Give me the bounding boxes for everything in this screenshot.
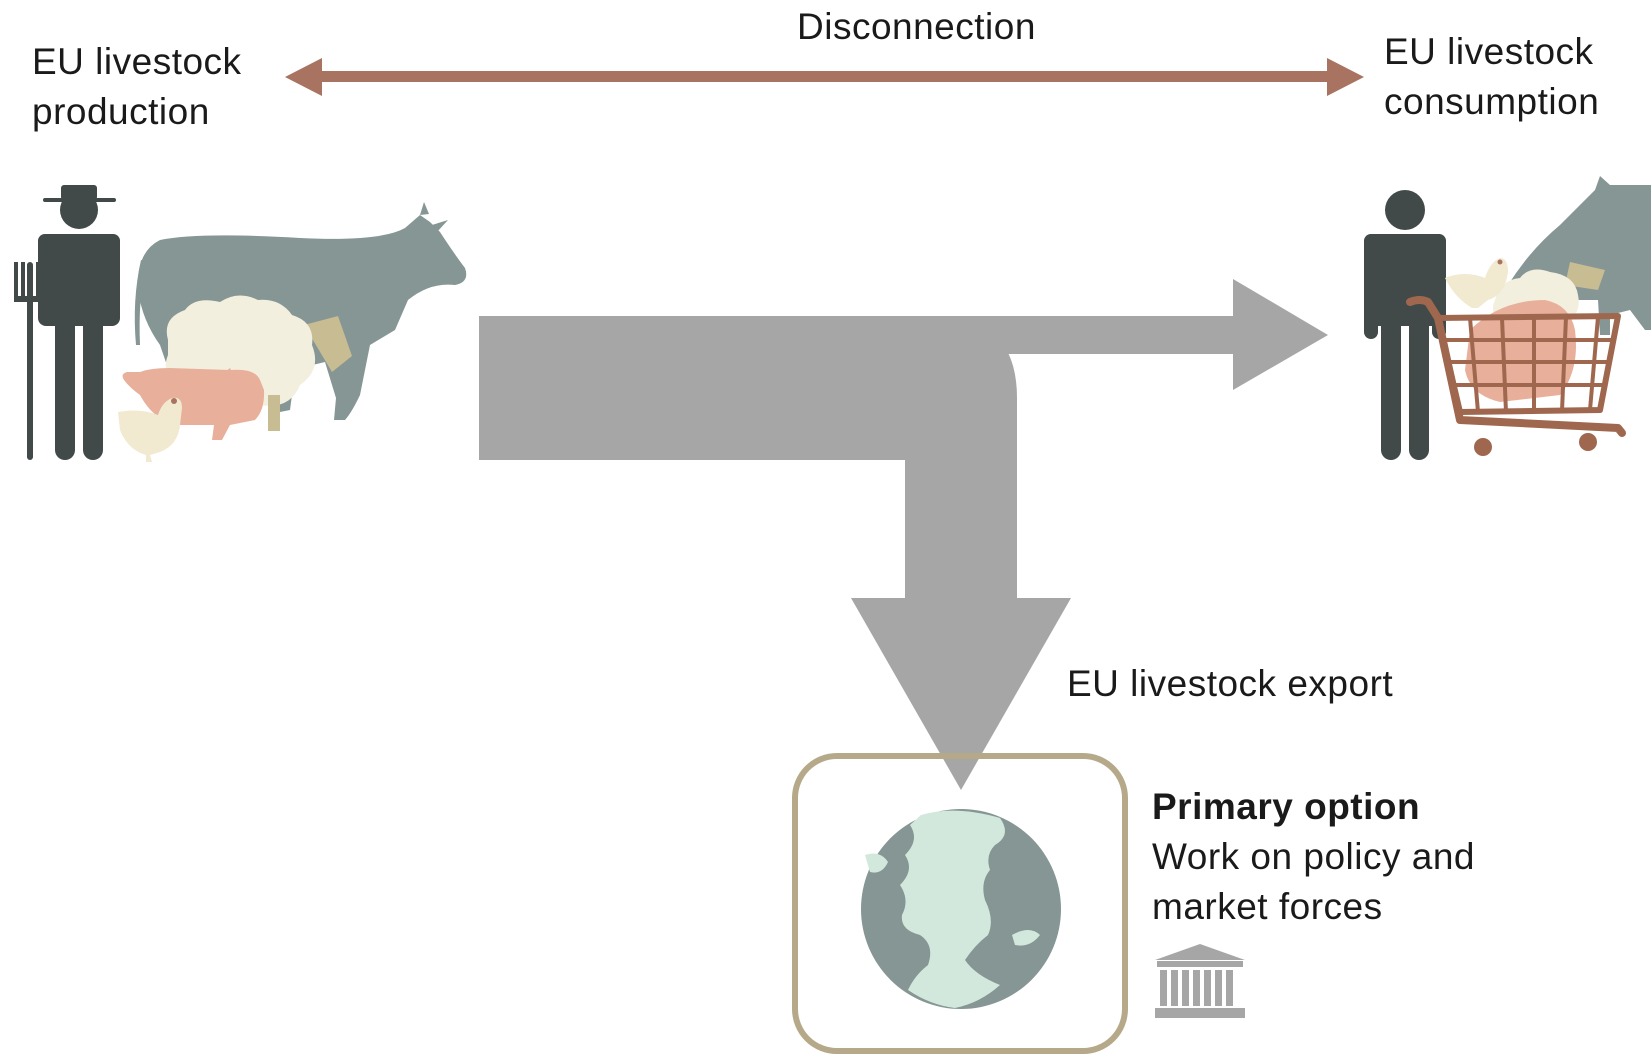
disconnection-label: Disconnection	[797, 2, 1036, 52]
globe-frame	[792, 753, 1128, 1054]
primary-option-line1: Work on policy and	[1152, 836, 1475, 877]
production-label-line1: EU livestock	[32, 41, 242, 82]
primary-option-block: Primary option Work on policy and market…	[1152, 782, 1475, 932]
primary-option-line2: market forces	[1152, 886, 1383, 927]
consumption-label-line1: EU livestock	[1384, 31, 1594, 72]
cart-chicken-icon	[1445, 258, 1508, 308]
disconnection-arrow	[285, 58, 1364, 96]
export-text: EU livestock export	[1067, 663, 1394, 704]
globe-icon	[861, 809, 1061, 1009]
primary-option-heading: Primary option	[1152, 786, 1421, 827]
export-flow-arrow	[479, 316, 1071, 790]
flow-arrows	[479, 279, 1328, 790]
production-label-line2: production	[32, 91, 210, 132]
cart-pig-icon	[1465, 300, 1576, 402]
disconnection-text: Disconnection	[797, 6, 1036, 47]
production-label: EU livestock production	[32, 37, 242, 137]
chicken-icon	[118, 397, 182, 462]
cart-contents	[1445, 176, 1651, 402]
consumer-icon	[1364, 190, 1446, 460]
consumption-label: EU livestock consumption	[1384, 27, 1599, 127]
pig-icon	[122, 368, 265, 440]
consumption-label-line2: consumption	[1384, 81, 1600, 122]
government-building-icon	[1155, 944, 1245, 1018]
farmer-icon	[14, 185, 120, 460]
export-label: EU livestock export	[1067, 659, 1393, 709]
shopping-cart-icon	[1406, 296, 1626, 456]
cow-icon	[134, 202, 467, 420]
